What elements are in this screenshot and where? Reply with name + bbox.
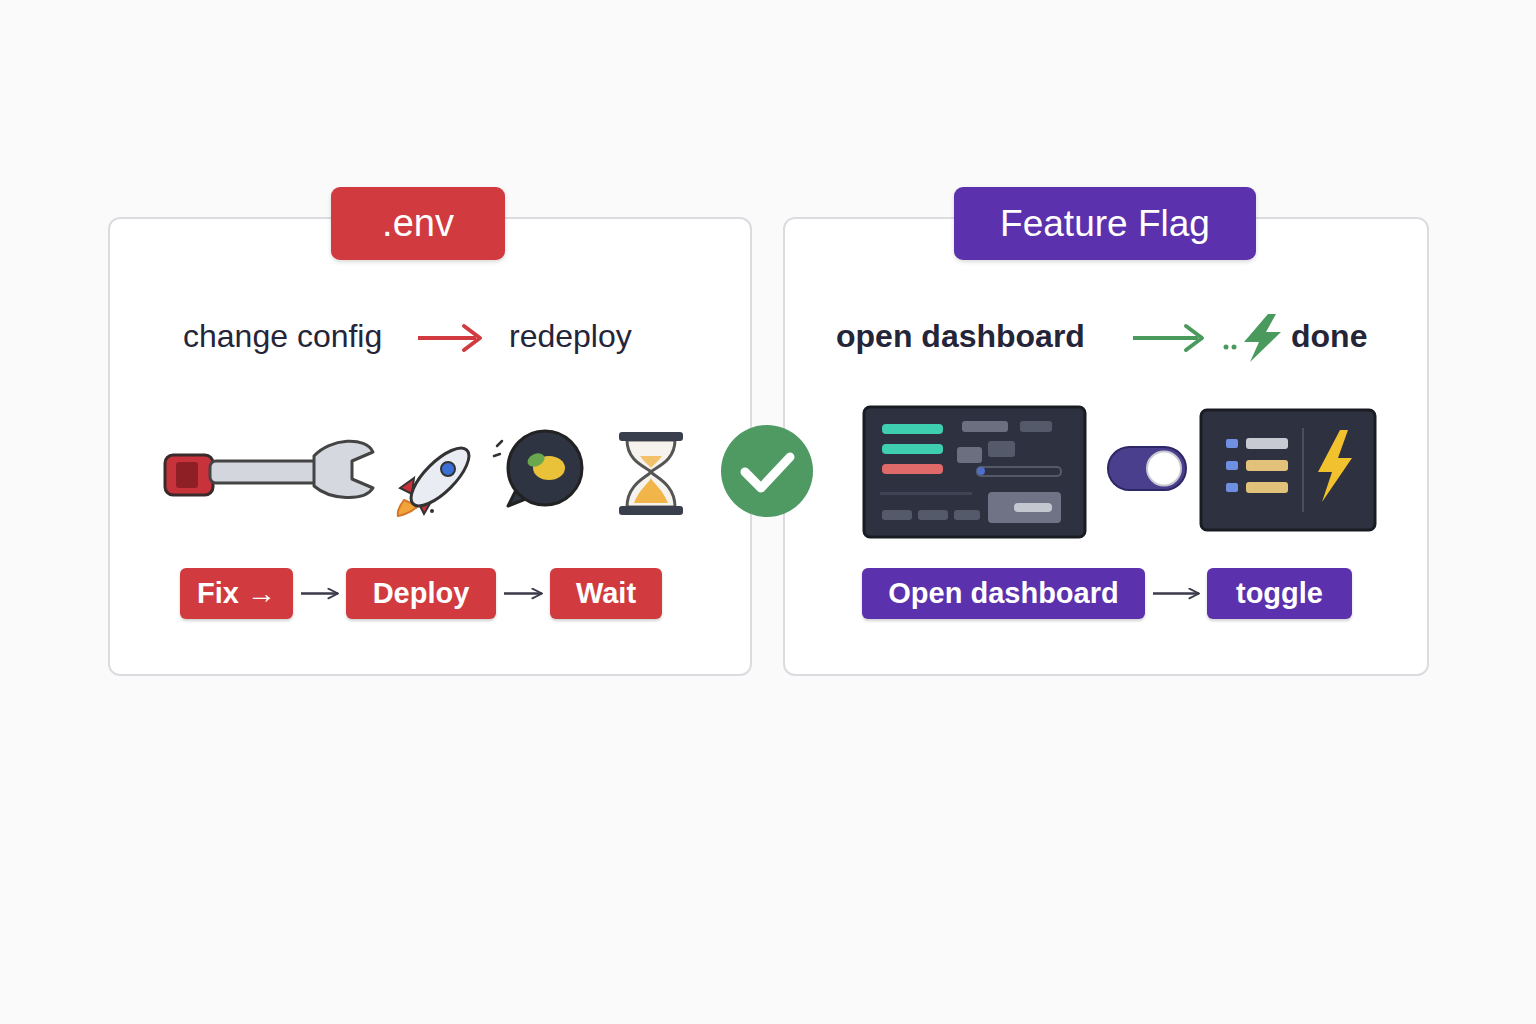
flow-arrow [504,592,542,594]
dashboard-slider [977,467,1061,476]
wrench-shaft [210,461,320,483]
step-box: Deploy [346,568,496,619]
flow-label: open dashboard [836,317,1085,355]
list-bullet [1226,461,1238,470]
list-bullet [1226,439,1238,448]
dashboard-block [962,421,1008,432]
dashboard-screen [864,407,1085,537]
panel-heading: Feature Flag [954,187,1256,260]
hand-symbol [533,456,565,480]
dashboard-bar [882,464,943,474]
step-label: Fix → [197,577,276,610]
arrow-head [1186,326,1202,350]
flow-label: redeploy [509,317,632,355]
bubble-tail [508,492,528,506]
list-bullet [1226,483,1238,492]
dashboard-pill [1014,503,1052,512]
rocket-fin [418,500,432,514]
step-label: Open dashboard [888,577,1118,610]
step-box: Wait [550,568,662,619]
list-bar [1246,482,1288,493]
flow-arrow [418,336,476,340]
flow-label: change config [183,317,382,355]
chat-bubble [508,431,582,505]
hourglass-cap [619,506,683,515]
dashboard-block [988,492,1061,523]
bolt-symbol [1244,314,1281,362]
dashboard-block [1020,421,1052,432]
flow-arrow [301,592,338,594]
step-label: Wait [576,577,636,610]
toggle-knob [1147,452,1181,486]
dashboard-block [918,510,948,520]
wrench-head [314,441,373,497]
rocket-window [441,462,455,476]
dashboard-bar [882,444,943,454]
step-box: toggle [1207,568,1352,619]
dot [430,509,434,513]
toggle-switch [1108,447,1186,490]
leaf-symbol [525,451,546,469]
dashboard-rule [880,492,972,495]
arrow-head [464,326,480,350]
check-circle [721,425,813,517]
step-box: Fix → [180,568,293,619]
dashboard-block [882,510,912,520]
hourglass-sand [640,456,662,468]
dashboard-block [988,441,1015,457]
dot [1224,345,1229,350]
wrench-band [176,462,198,488]
step-label: Deploy [373,577,470,610]
flow-label: done [1291,317,1367,355]
hourglass-cap [619,432,683,441]
list-bar [1246,460,1288,471]
rocket-flame [398,500,418,516]
bolt-symbol [1318,430,1352,502]
dashboard-block [957,447,982,463]
step-label: toggle [1236,577,1323,610]
rocket-body [403,440,478,515]
comparison-panel: Feature FlagOpen dashboardtoggle [783,217,1429,676]
step-box: Open dashboard [862,568,1145,619]
comparison-panel: .envFix →DeployWait [108,217,752,676]
hourglass-sand [634,478,668,503]
panel-divider [1302,428,1304,512]
check-mark [745,457,790,488]
flag-panel [1201,410,1375,530]
motion-marks [494,441,502,456]
wrench-grip [165,455,213,495]
flow-arrow [1153,592,1199,594]
hourglass-glass [627,440,675,507]
list-bar [1246,438,1288,449]
dashboard-bar [882,424,943,434]
dot [1232,345,1237,350]
panel-heading: .env [331,187,505,260]
flow-arrow [1133,336,1198,340]
slider-knob [977,467,985,475]
rocket-fin [400,478,414,494]
dashboard-block [954,510,980,520]
